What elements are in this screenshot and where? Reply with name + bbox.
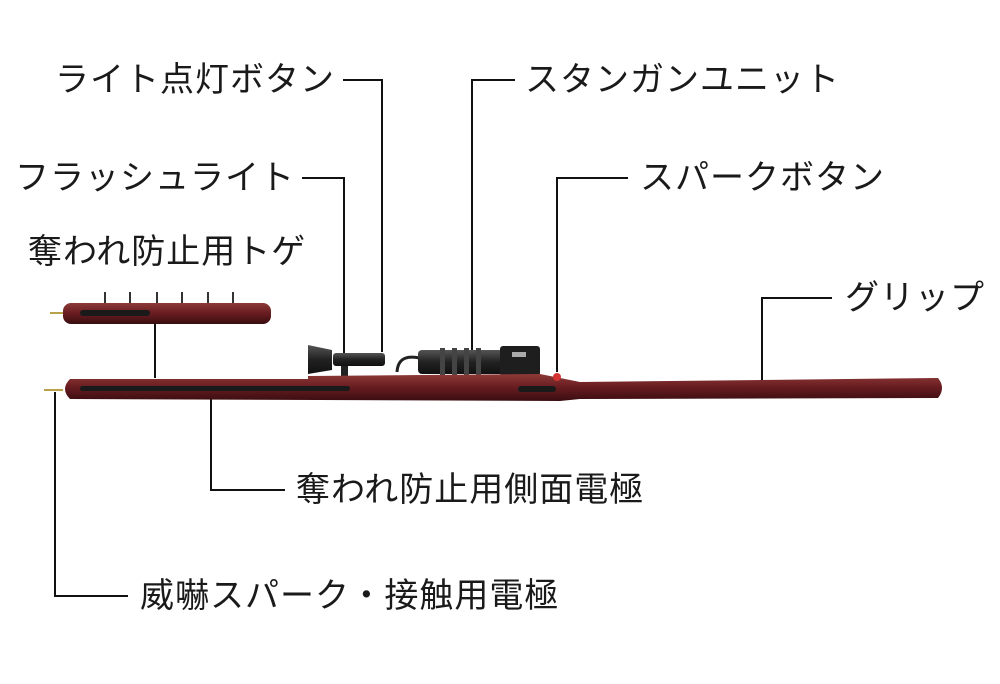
leader-light-button bbox=[343, 79, 383, 352]
label-side-electrode: 奪われ防止用側面電極 bbox=[296, 470, 645, 510]
baton-body bbox=[44, 373, 942, 401]
leader-stun-unit bbox=[471, 79, 515, 350]
label-spark-button: スパークボタン bbox=[640, 158, 885, 198]
flashlight bbox=[308, 345, 385, 378]
leader-grip bbox=[761, 297, 832, 386]
leader-tip-electrode bbox=[54, 392, 128, 597]
label-stun-unit: スタンガンユニット bbox=[525, 60, 840, 100]
label-anti-snatch-spikes: 奪われ防止用トゲ bbox=[28, 232, 307, 272]
leader-lines bbox=[54, 79, 832, 597]
label-flashlight: フラッシュライト bbox=[15, 158, 295, 198]
label-tip-electrode: 威嚇スパーク・接触用電極 bbox=[140, 576, 560, 616]
label-light-button: ライト点灯ボタン bbox=[55, 60, 335, 100]
spike-closeup bbox=[50, 292, 271, 324]
leader-flashlight bbox=[302, 177, 345, 356]
leader-spark-button bbox=[556, 177, 628, 372]
stun-gun-unit bbox=[395, 346, 540, 376]
spikes bbox=[104, 292, 234, 303]
leader-side-electrode bbox=[210, 396, 285, 491]
label-grip: グリップ bbox=[845, 278, 985, 318]
spark-button-marker bbox=[553, 373, 561, 381]
